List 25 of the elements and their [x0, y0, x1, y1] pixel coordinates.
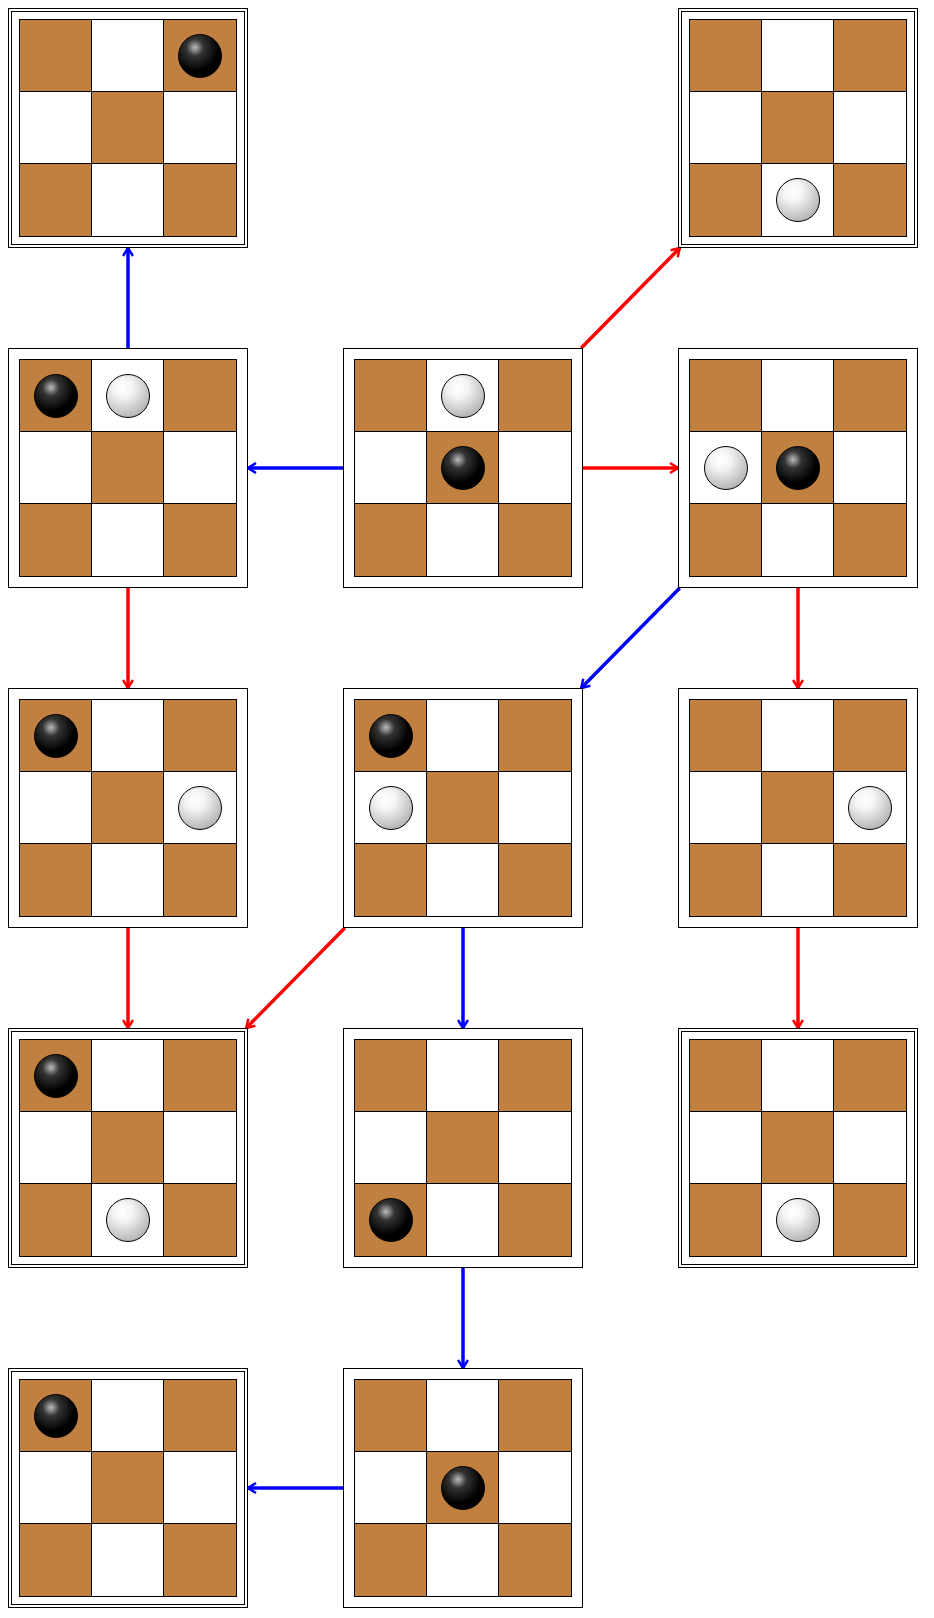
- game-board: [343, 1368, 583, 1608]
- game-board: [8, 1028, 248, 1268]
- arrow: [580, 246, 681, 350]
- game-board: [678, 688, 918, 928]
- arrow: [456, 1268, 470, 1370]
- game-board: [343, 688, 583, 928]
- game-board: [343, 348, 583, 588]
- game-board: [678, 8, 918, 248]
- arrow: [121, 246, 135, 348]
- arrow: [245, 926, 346, 1030]
- game-board: [8, 8, 248, 248]
- game-board: [678, 348, 918, 588]
- arrow: [580, 586, 681, 690]
- arrow: [246, 461, 343, 475]
- game-board: [8, 348, 248, 588]
- game-board: [8, 1368, 248, 1608]
- arrow: [791, 928, 805, 1030]
- arrow: [121, 588, 135, 690]
- game-board: [678, 1028, 918, 1268]
- arrow: [456, 928, 470, 1030]
- arrow: [791, 588, 805, 690]
- arrow: [583, 461, 680, 475]
- arrow: [121, 928, 135, 1030]
- game-board: [8, 688, 248, 928]
- game-board: [343, 1028, 583, 1268]
